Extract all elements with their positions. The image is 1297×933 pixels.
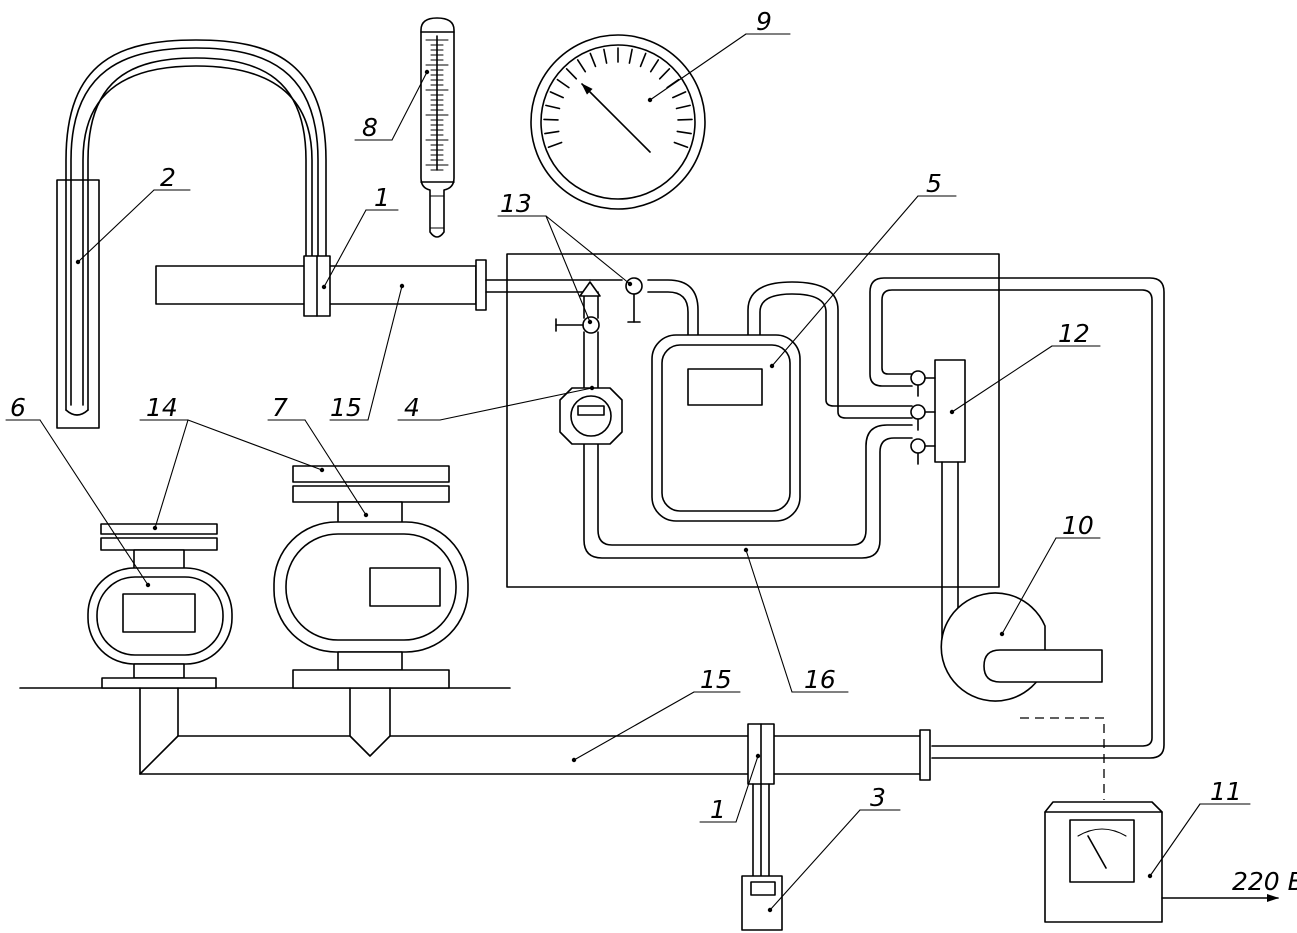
gauge-tick — [549, 91, 565, 99]
label-1-upper: 1 — [374, 183, 390, 212]
blower — [940, 592, 1103, 702]
gauge-tick — [677, 118, 693, 121]
gauge-tick — [543, 118, 559, 121]
control-unit — [1020, 717, 1279, 923]
supply-voltage-label: 220 В — [1232, 867, 1297, 896]
label-15-upper: 15 — [330, 393, 362, 422]
label-13: 13 — [500, 189, 532, 218]
gauge-tick — [658, 68, 671, 80]
upper-pipe — [155, 255, 487, 317]
label-16: 16 — [804, 665, 836, 694]
gauge-tick — [545, 104, 561, 110]
gauge-tick — [671, 91, 687, 99]
label-14: 14 — [146, 393, 178, 422]
label-10: 10 — [1062, 511, 1094, 540]
gauge-tick — [628, 48, 633, 64]
gauge-tick — [556, 78, 570, 89]
gauge-tick — [649, 59, 660, 73]
label-8: 8 — [362, 113, 378, 142]
label-2: 2 — [160, 163, 176, 192]
label-5: 5 — [926, 169, 942, 198]
panel-piping — [485, 277, 1165, 759]
gauge-tick — [576, 59, 587, 73]
gauge-tick — [639, 52, 647, 68]
thermometer — [420, 17, 455, 238]
gauge-tick — [565, 68, 578, 80]
pressure-gauge — [530, 34, 706, 210]
label-7: 7 — [272, 393, 288, 422]
label-9: 9 — [756, 7, 772, 36]
large-flow-meter — [273, 465, 469, 689]
gauge-tick — [603, 48, 608, 64]
small-flow-meter — [87, 523, 233, 689]
label-12: 12 — [1058, 319, 1090, 348]
gauge-tick — [673, 141, 689, 149]
callout-labels: 2 1 8 9 13 5 12 4 15 14 6 7 16 10 15 1 3… — [10, 7, 1297, 896]
valve — [555, 277, 643, 334]
gauge-tick — [544, 130, 560, 135]
gauge-tick — [676, 130, 692, 135]
label-11: 11 — [1210, 777, 1242, 806]
gauge-tick — [589, 52, 597, 68]
gauge-tick — [547, 141, 563, 149]
label-15-lower: 15 — [700, 665, 732, 694]
central-panel — [506, 253, 1000, 588]
u-tube-manometer — [56, 39, 327, 429]
label-3: 3 — [870, 783, 886, 812]
small-meter — [559, 387, 623, 445]
label-4: 4 — [404, 393, 420, 422]
label-6: 6 — [10, 393, 26, 422]
leader-lines — [5, 33, 1251, 913]
label-1-lower: 1 — [710, 795, 726, 824]
manifold — [910, 359, 966, 656]
lower-pipe — [139, 687, 931, 931]
gas-meter — [651, 334, 801, 522]
gauge-tick — [675, 104, 691, 110]
